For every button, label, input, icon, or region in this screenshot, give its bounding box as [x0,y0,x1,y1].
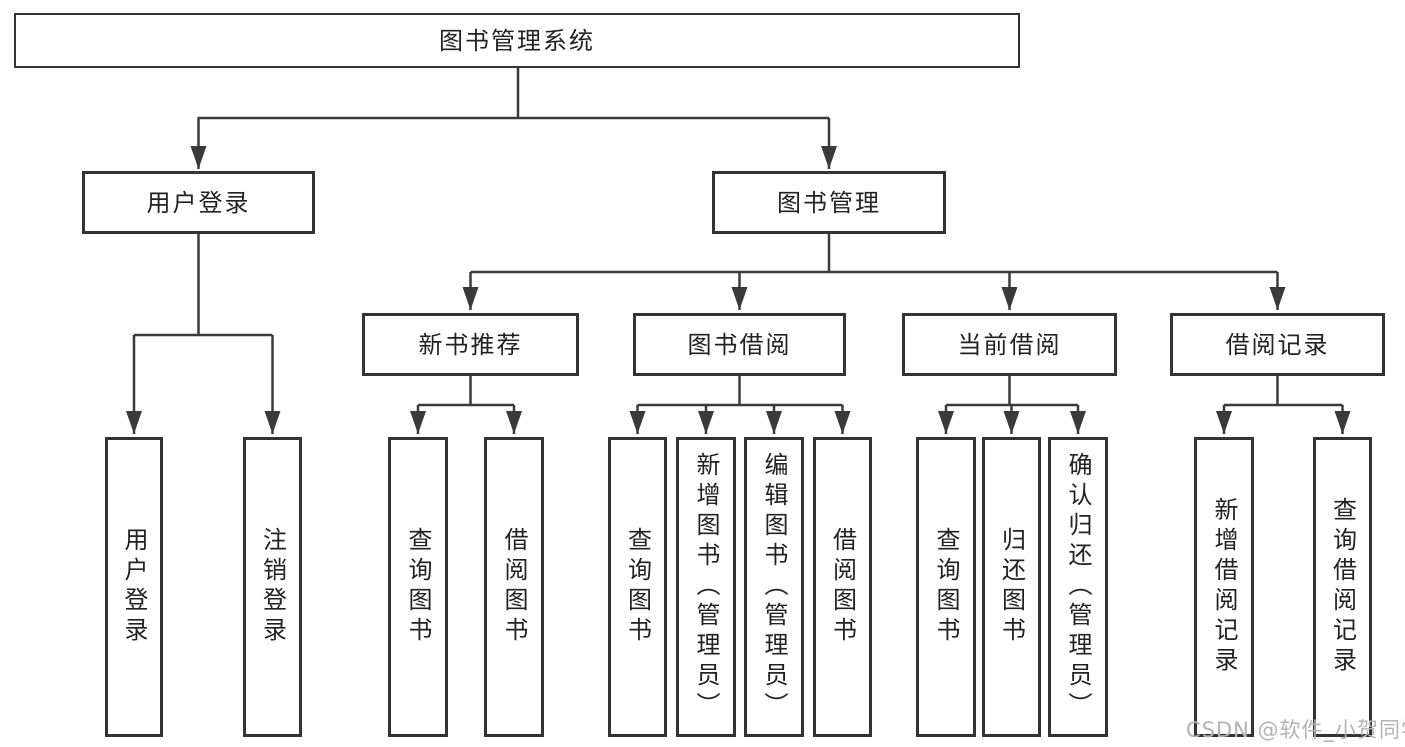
leaf-borrow-query-book: 查询图书 [608,437,667,737]
node-book-management: 图书管理 [712,171,946,234]
node-root-system: 图书管理系统 [14,13,1020,68]
node-book-borrow: 图书借阅 [633,313,846,376]
leaf-add-borrow-record: 新增借阅记录 [1194,437,1254,737]
leaf-edit-book-admin: 编辑图书（管理员） [744,437,804,737]
leaf-add-book-admin: 新增图书（管理员） [676,437,736,737]
node-user-login-branch: 用户登录 [82,171,315,234]
leaf-newrec-borrow-book: 借阅图书 [484,437,544,737]
leaf-current-query-book: 查询图书 [916,437,976,737]
leaf-logout: 注销登录 [243,437,302,737]
node-new-book-recommend: 新书推荐 [362,313,579,376]
csdn-watermark: CSDN @软件_小贺同学 [1186,718,1405,742]
leaf-newrec-query-book: 查询图书 [388,437,448,737]
leaf-query-borrow-record: 查询借阅记录 [1313,437,1372,737]
leaf-borrow-borrow-book: 借阅图书 [813,437,872,737]
node-borrow-record: 借阅记录 [1170,313,1385,376]
node-current-borrow: 当前借阅 [902,313,1117,376]
leaf-user-login: 用户登录 [105,437,163,737]
leaf-confirm-return-admin: 确认归还（管理员） [1048,437,1108,737]
leaf-return-book: 归还图书 [982,437,1041,737]
